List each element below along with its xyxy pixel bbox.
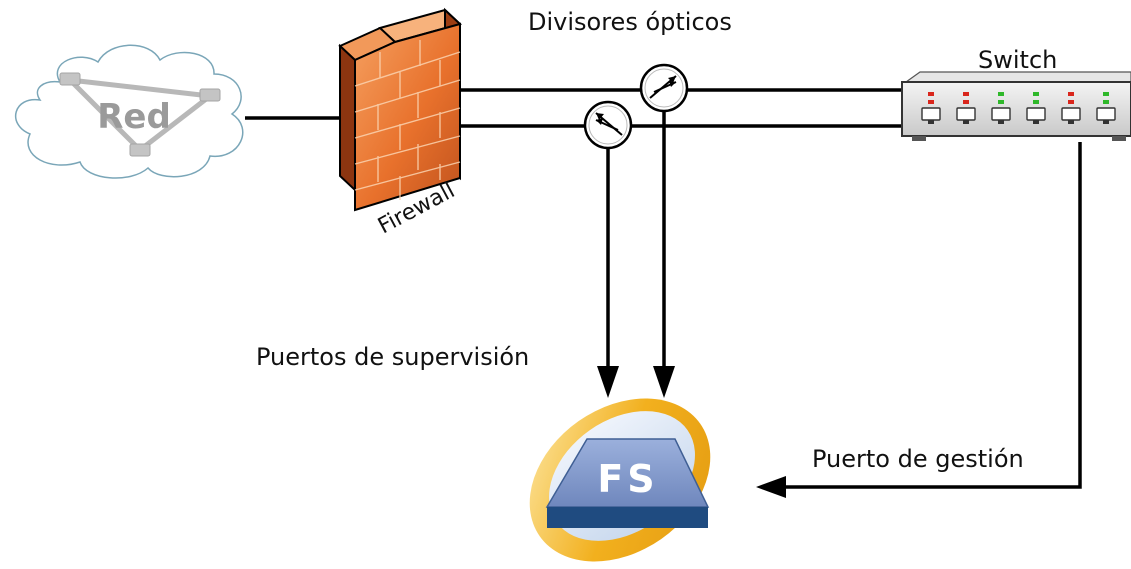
switch-port-led [963,100,969,104]
arrow-down-right [653,366,675,398]
optical-splitter-icon [639,63,689,113]
switch-port-led [928,92,934,96]
switch-port-led [1068,92,1074,96]
switch-port-led [928,100,934,104]
connection-lines [245,88,1082,489]
switch-ports [921,107,1116,124]
network-cloud-icon: Red [14,44,244,179]
arrow-left-management [756,476,786,498]
switch-port-led [1103,100,1109,104]
firewall-icon: Firewall [338,7,462,239]
switch-port-leds [928,92,1109,104]
splitters-label: Divisores ópticos [528,8,732,36]
arrowheads [597,366,786,498]
switch-port-led [998,92,1004,96]
switch-port-led [1033,92,1039,96]
switch-label: Switch [978,46,1057,74]
switch-port-led [1103,92,1109,96]
management-link [782,142,1082,489]
switch-port-led [963,92,969,96]
management-port-label: Puerto de gestión [812,445,1024,473]
monitor-ports-label: Puertos de supervisión [256,343,529,371]
arrow-down-left [597,366,619,398]
network-label: Red [97,97,171,137]
fs-appliance-icon: FS [529,398,711,562]
switch-port-led [1068,100,1074,104]
optical-splitter-icon [583,100,633,150]
appliance-label: FS [597,457,658,501]
network-switch-icon [901,71,1131,141]
switch-port-led [998,100,1004,104]
switch-port-led [1033,100,1039,104]
